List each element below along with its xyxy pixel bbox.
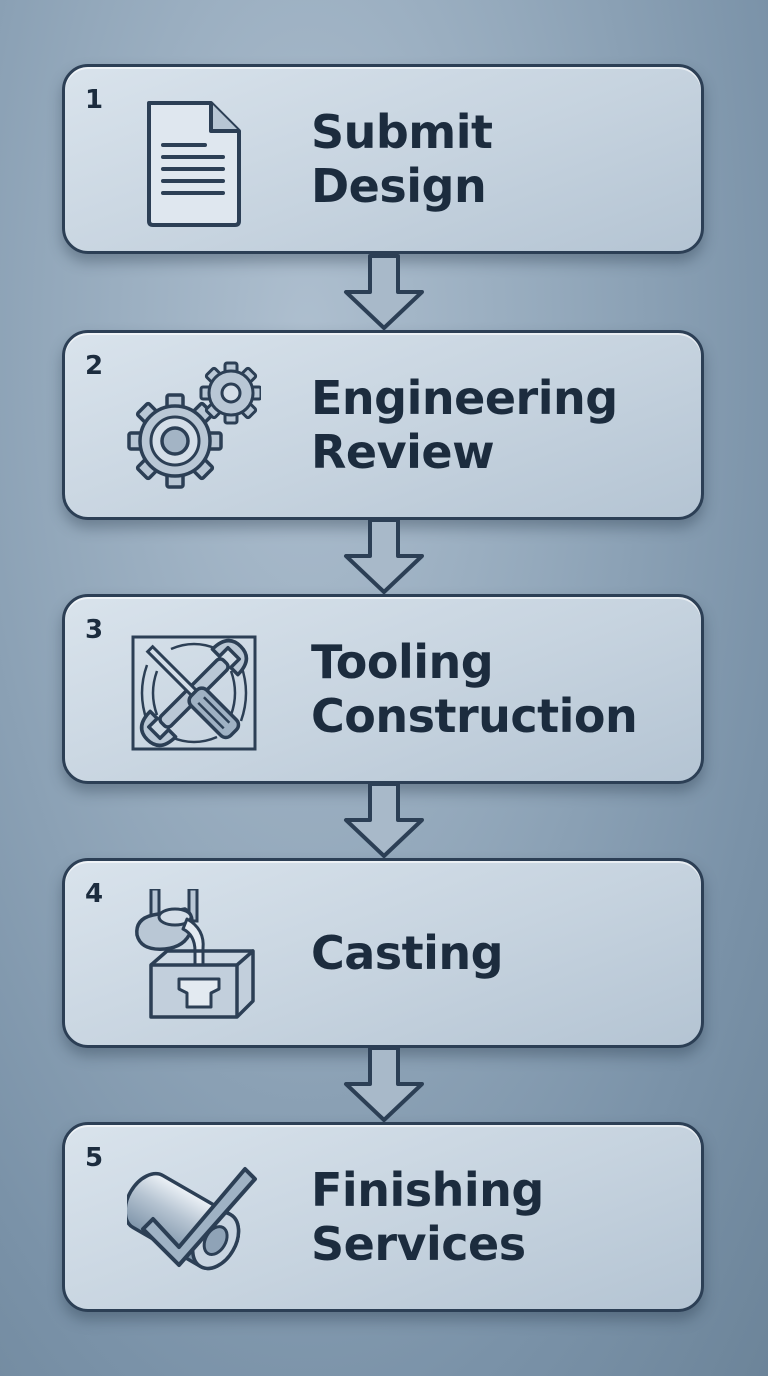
step-label: Casting (311, 861, 691, 1045)
wrench-screwdriver-icon (127, 625, 261, 759)
step-label-line2: Review (311, 425, 495, 479)
pouring-mold-icon (127, 889, 261, 1023)
step-number: 2 (85, 351, 104, 381)
step-label: Submit Design (311, 67, 691, 251)
step-label-line2: Services (311, 1217, 526, 1271)
step-label: Engineering Review (311, 333, 691, 517)
document-icon (127, 95, 261, 229)
step-label-line1: Finishing (311, 1163, 544, 1217)
step-number: 4 (85, 879, 104, 909)
step-number: 3 (85, 615, 104, 645)
down-arrow-icon (342, 782, 426, 860)
step-tooling-construction: 3 (62, 594, 704, 784)
step-label-line1: Casting (311, 926, 504, 980)
down-arrow-icon (342, 1046, 426, 1124)
step-label: Finishing Services (311, 1125, 691, 1309)
step-label-line2: Design (311, 159, 487, 213)
gears-icon (127, 361, 261, 495)
step-submit-design: 1 Submit Design (62, 64, 704, 254)
step-engineering-review: 2 (62, 330, 704, 520)
step-label: Tooling Construction (311, 597, 691, 781)
step-label-line1: Submit (311, 105, 493, 159)
down-arrow-icon (342, 518, 426, 596)
down-arrow-icon (342, 254, 426, 332)
step-label-line1: Engineering (311, 371, 618, 425)
finished-part-check-icon (127, 1153, 261, 1287)
step-label-line1: Tooling (311, 635, 494, 689)
step-finishing-services: 5 Finishing Services (62, 1122, 704, 1312)
step-number: 1 (85, 85, 104, 115)
step-label-line2: Construction (311, 689, 638, 743)
step-number: 5 (85, 1143, 104, 1173)
step-casting: 4 Casting (62, 858, 704, 1048)
